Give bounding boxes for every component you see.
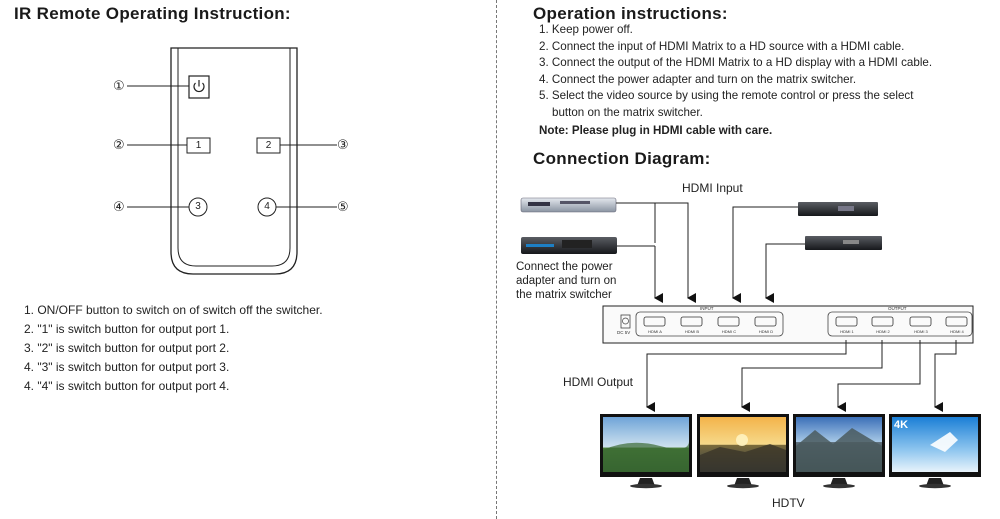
list-item: 4. Connect the power adapter and turn on… [539, 72, 857, 86]
matrix-output-label: OUTPUT [888, 306, 907, 311]
callout-3: ③ [337, 137, 349, 152]
matrix-power-label: DC 5V [617, 330, 631, 335]
callout-2: ② [113, 137, 125, 152]
matrix-input-b: HDMI B [685, 329, 699, 334]
callout-4: ④ [113, 199, 125, 214]
tv4-badge: 4K [894, 419, 909, 431]
list-item: 5. Select the video source by using the … [539, 89, 914, 103]
list-item: 1. Keep power off. [539, 23, 633, 36]
matrix-input-c: HDMI C [721, 329, 737, 334]
remote-button-1: 1 [195, 140, 202, 151]
list-item: button on the matrix switcher. [552, 105, 703, 119]
remote-inner-outline [177, 48, 291, 267]
source-device-a [520, 197, 617, 213]
remote-button-3: 3 [195, 201, 201, 212]
callout-1: ① [113, 78, 125, 93]
list-item: 1. ON/OFF button to switch on of switch … [24, 303, 323, 317]
hdtv-2 [697, 414, 789, 489]
remote-button-2: 2 [265, 140, 272, 151]
care-note: Note: Please plug in HDMI cable with car… [539, 124, 773, 137]
hdtv-label: HDTV [772, 496, 805, 510]
hdmi-output-label: HDMI Output [563, 375, 634, 389]
list-item: 4. "3" is switch button for output port … [24, 360, 230, 374]
list-item: 3. Connect the output of the HDMI Matrix… [539, 56, 933, 70]
matrix-input-label: INPUT [700, 306, 714, 311]
matrix-output-1: HDMI 1 [840, 329, 854, 334]
hdmi-input-label: HDMI Input [682, 181, 743, 195]
power-button [188, 75, 210, 99]
diagram-title: Connection Diagram: [533, 149, 711, 168]
matrix-output-3: HDMI 3 [914, 329, 928, 334]
remote-body [170, 47, 298, 275]
matrix-input-a: HDMI A [648, 329, 662, 334]
list-item: 4. "4" is switch button for output port … [24, 379, 230, 393]
hdtv-1 [600, 414, 692, 489]
power-note: Connect the power adapter and turn on th… [516, 261, 617, 301]
list-item: 2. "1" is switch button for output port … [24, 322, 230, 336]
list-item: 2. Connect the input of HDMI Matrix to a… [539, 39, 905, 53]
remote-section-title: IR Remote Operating Instruction: [14, 4, 291, 23]
remote-instructions-list: 1. ON/OFF button to switch on of switch … [24, 301, 323, 396]
operation-steps: 1. Keep power off. 2. Connect the input … [539, 22, 932, 122]
hdmi-matrix-switcher [602, 305, 974, 344]
hdtv-4 [889, 414, 981, 489]
source-device-b [521, 237, 617, 254]
matrix-output-2: HDMI 2 [876, 329, 890, 334]
matrix-input-d: HDMI D [758, 329, 774, 334]
hdtv-3 [793, 414, 885, 489]
source-device-d [805, 236, 882, 250]
matrix-output-4: HDMI 4 [950, 329, 964, 334]
section-divider [496, 0, 497, 519]
callout-5: ⑤ [337, 199, 349, 214]
power-icon [193, 80, 205, 93]
list-item: 3. "2" is switch button for output port … [24, 341, 230, 355]
operation-title: Operation instructions: [533, 4, 728, 23]
source-device-c [798, 202, 878, 216]
remote-button-4: 4 [264, 201, 270, 212]
